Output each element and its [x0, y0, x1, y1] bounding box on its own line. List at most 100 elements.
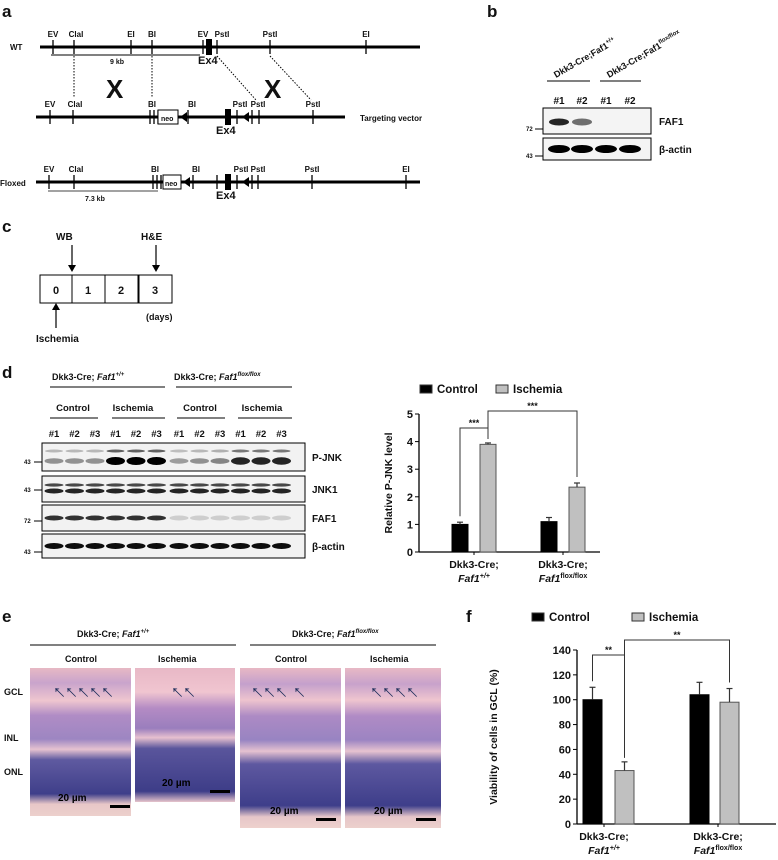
band [169, 488, 189, 494]
layer-label-gcl: GCL [4, 687, 24, 697]
band [106, 515, 125, 521]
band [147, 457, 166, 465]
band [231, 543, 250, 549]
band [127, 449, 145, 453]
panel-label-d: d [2, 363, 12, 382]
y-tick-label: 3 [407, 464, 413, 476]
condition-label: Control [183, 403, 217, 414]
band [210, 515, 230, 521]
band [147, 483, 166, 487]
exon4-label-wt: Ex4 [198, 55, 218, 67]
band [126, 543, 146, 549]
layer-label-inl: INL [4, 733, 19, 743]
blot-pjnk [41, 442, 306, 472]
scale-bar-label: 20 µm [162, 778, 191, 789]
loxp-triangle-icon [242, 177, 249, 187]
floxed-fragment-size: 7.3 kb [85, 196, 105, 203]
genotype-label-flox: Dkk3-Cre;Faf1flox/flox [605, 29, 683, 80]
panel-label-a: a [2, 2, 12, 21]
band [251, 483, 271, 487]
histology-image-flox-ischemia [345, 668, 441, 828]
x-tick-label-genotype: Faf1+/+ [458, 573, 490, 585]
band [169, 543, 189, 549]
lane-label: #2 [624, 96, 636, 107]
lane-label: #1 [49, 429, 60, 440]
scale-bar: 20 µm [374, 806, 438, 821]
lane-label: #3 [215, 429, 226, 440]
row-label-wt: WT [10, 43, 23, 52]
band [65, 488, 84, 494]
neo-cassette-floxed [162, 174, 182, 190]
mw-marker: 43 [24, 488, 31, 494]
band-faf1 [572, 118, 592, 126]
lane-label: #1 [174, 429, 185, 440]
significance-label: ** [605, 645, 613, 655]
bar-ischemia [614, 770, 635, 825]
exon4-box-floxed [225, 174, 231, 190]
blot-label-beta-actin: β-actin [659, 145, 692, 156]
restriction-site-label: EI [127, 30, 135, 39]
x-tick-label: Dkk3-Cre; [449, 559, 499, 571]
crossover-mark: X [106, 74, 124, 104]
arrow-down-icon [68, 265, 76, 272]
band-beta-actin [619, 145, 641, 153]
band [44, 515, 64, 521]
bar-control [582, 699, 603, 825]
panel-label-b: b [487, 2, 497, 21]
band [211, 449, 229, 453]
band [44, 488, 64, 494]
band [147, 449, 166, 453]
band [272, 543, 291, 549]
band [272, 488, 291, 494]
band-beta-actin [548, 145, 570, 153]
restriction-site-label: EV [48, 30, 59, 39]
mw-marker: 72 [24, 519, 31, 525]
exon4-label-targeting: Ex4 [216, 125, 236, 137]
panel-label-e: e [2, 607, 11, 626]
condition-label: Ischemia [370, 654, 410, 664]
lane-label: #2 [256, 429, 267, 440]
timeline-he: H&E [141, 232, 162, 243]
band [231, 483, 250, 487]
band [231, 488, 250, 494]
significance-bracket [624, 639, 730, 683]
scale-bar-label: 20 µm [270, 806, 299, 817]
y-tick-label: 2 [407, 492, 413, 504]
legend-label: Ischemia [649, 612, 699, 624]
band [45, 449, 63, 453]
day-box [138, 274, 173, 304]
neo-cassette-targeting [157, 109, 179, 125]
exon4-label-floxed: Ex4 [216, 190, 236, 202]
band [106, 488, 125, 494]
band [147, 515, 166, 521]
row-label-targeting: Targeting vector [360, 114, 422, 123]
band [210, 543, 230, 549]
restriction-site-label: EI [362, 30, 370, 39]
scale-bar-label: 20 µm [58, 793, 87, 804]
lane-label: #3 [276, 429, 287, 440]
x-tick-label: Dkk3-Cre; [579, 831, 629, 843]
genotype-header-wt: Dkk3-Cre; Faf1+/+ [52, 372, 125, 382]
band [272, 457, 291, 465]
y-tick-label: 5 [407, 409, 413, 421]
restriction-site-label: EI [402, 165, 410, 174]
band [44, 483, 64, 487]
band [147, 488, 166, 494]
wt-fragment-size: 9 kb [110, 59, 124, 66]
band [251, 543, 271, 549]
x-tick-label-genotype: Faf1flox/flox [539, 573, 588, 585]
restriction-site-label: PstI [215, 30, 230, 39]
loxp-triangle-icon [183, 177, 190, 187]
blot-label-faf1: FAF1 [659, 117, 684, 128]
band [251, 515, 271, 521]
band [190, 515, 209, 521]
day-box [39, 274, 73, 304]
restriction-site-label: ClaI [68, 100, 83, 109]
lane-label: #2 [131, 429, 142, 440]
mw-marker: 72 [526, 127, 533, 133]
timeline-wb: WB [56, 232, 73, 243]
condition-label: Ischemia [113, 403, 154, 414]
band-beta-actin [571, 145, 593, 153]
legend-label: Control [549, 612, 590, 624]
